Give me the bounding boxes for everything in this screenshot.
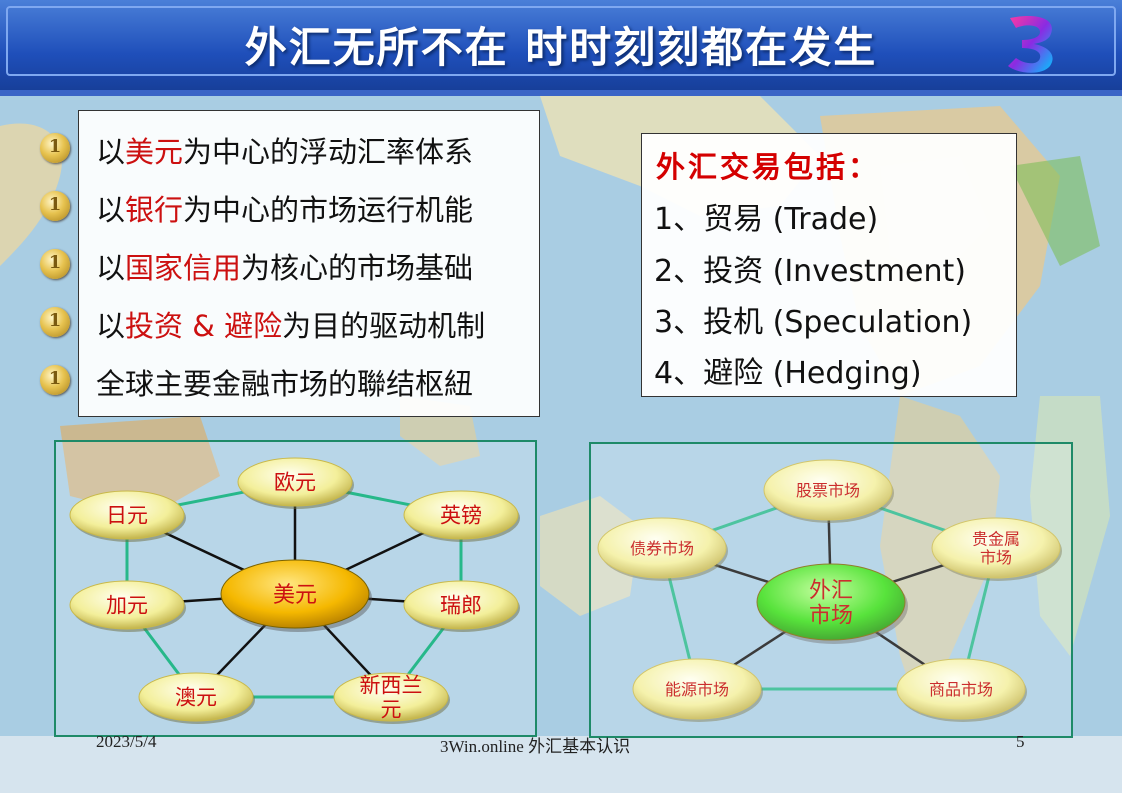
coin-bullet-icon <box>40 365 70 395</box>
diagram-node <box>138 672 254 722</box>
diagram-node <box>896 658 1026 720</box>
trading-type-item: 3、投机 (Speculation) <box>654 305 973 340</box>
diagram-node <box>237 457 353 507</box>
feature-text-highlight: 投资 & 避险 <box>125 309 283 343</box>
diagram-node-label: 日元 <box>106 504 148 528</box>
feature-text-prefix: 以 <box>96 251 126 285</box>
diagram-node-label: 澳元 <box>175 686 217 710</box>
coin-bullet-icon <box>40 191 70 221</box>
center-node <box>220 559 370 629</box>
diagram-node <box>69 490 185 540</box>
feature-text: 全球主要金融市场的聯结枢紐 <box>96 361 473 403</box>
diagram-node <box>403 490 519 540</box>
footer-page-number: 5 <box>1016 732 1025 751</box>
coin-bullet-icon <box>40 307 70 337</box>
center-node <box>756 563 906 641</box>
title-bar-frame <box>6 6 1116 76</box>
feature-text-highlight: 国家信用 <box>125 251 242 285</box>
center-node-label: 外汇 <box>809 578 853 603</box>
diagram-node-label: 能源市场 <box>665 680 729 699</box>
diagram-node-label: 贵金属 <box>972 530 1020 549</box>
feature-text-suffix: 为核心的市场基础 <box>241 251 474 285</box>
diagram-node <box>931 517 1061 579</box>
feature-text-suffix: 为中心的浮动汇率体系 <box>183 135 474 169</box>
feature-text: 以国家信用为核心的市场基础 <box>96 245 473 287</box>
feature-text-prefix: 以 <box>96 135 126 169</box>
feature-text-prefix: 以 <box>96 193 126 227</box>
diagram-node <box>69 580 185 630</box>
slide-title: 外汇无所不在 时时刻刻都在发生 <box>244 23 878 72</box>
center-node-label: 美元 <box>273 583 317 608</box>
diagram-node <box>597 517 727 579</box>
feature-text-highlight: 银行 <box>125 193 184 227</box>
diagram-node <box>403 580 519 630</box>
diagram-node-label: 债券市场 <box>630 539 694 558</box>
feature-text: 以银行为中心的市场运行机能 <box>96 187 473 229</box>
trading-type-item: 4、避险 (Hedging) <box>654 356 922 391</box>
market-diagram-panel <box>589 442 1073 738</box>
diagram-node-label: 欧元 <box>274 471 316 495</box>
trading-types-box: 外汇交易包括： 1、贸易 (Trade) 2、投资 (Investment) 3… <box>641 133 1017 397</box>
trading-types-heading: 外汇交易包括： <box>656 150 881 184</box>
coin-bullet-icon <box>40 249 70 279</box>
diagram-node-label: 元 <box>381 698 402 722</box>
feature-text: 以投资 & 避险为目的驱动机制 <box>96 303 485 345</box>
footer-center-text: 3Win.online 外汇基本认识 <box>440 737 631 756</box>
feature-text-prefix: 以 <box>96 309 126 343</box>
feature-text-prefix: 全球主要金融市场的聯结枢紐 <box>96 367 474 401</box>
footer-date: 2023/5/4 <box>96 732 157 751</box>
feature-text: 以美元为中心的浮动汇率体系 <box>96 129 473 171</box>
trading-type-item: 1、贸易 (Trade) <box>654 202 879 237</box>
diagram-node-label: 商品市场 <box>929 680 993 699</box>
diagram-node-label: 市场 <box>980 548 1012 567</box>
diagram-node-label: 加元 <box>106 594 148 618</box>
feature-text-highlight: 美元 <box>125 135 184 169</box>
diagram-node <box>632 658 762 720</box>
trading-type-item: 2、投资 (Investment) <box>654 254 966 289</box>
diagram-node <box>333 672 449 722</box>
3win-logo-icon <box>1008 16 1053 73</box>
diagram-node-label: 英镑 <box>440 504 482 528</box>
diagram-node <box>763 459 893 521</box>
features-box <box>78 110 540 417</box>
diagram-node-label: 新西兰 <box>360 673 423 697</box>
feature-text-suffix: 为中心的市场运行机能 <box>183 193 474 227</box>
center-node-label: 市场 <box>809 604 853 629</box>
feature-text-suffix: 为目的驱动机制 <box>282 309 486 343</box>
title-bar <box>0 0 1122 96</box>
diagram-node-label: 股票市场 <box>796 481 860 500</box>
diagram-node-label: 瑞郎 <box>440 594 482 618</box>
coin-bullet-icon <box>40 133 70 163</box>
